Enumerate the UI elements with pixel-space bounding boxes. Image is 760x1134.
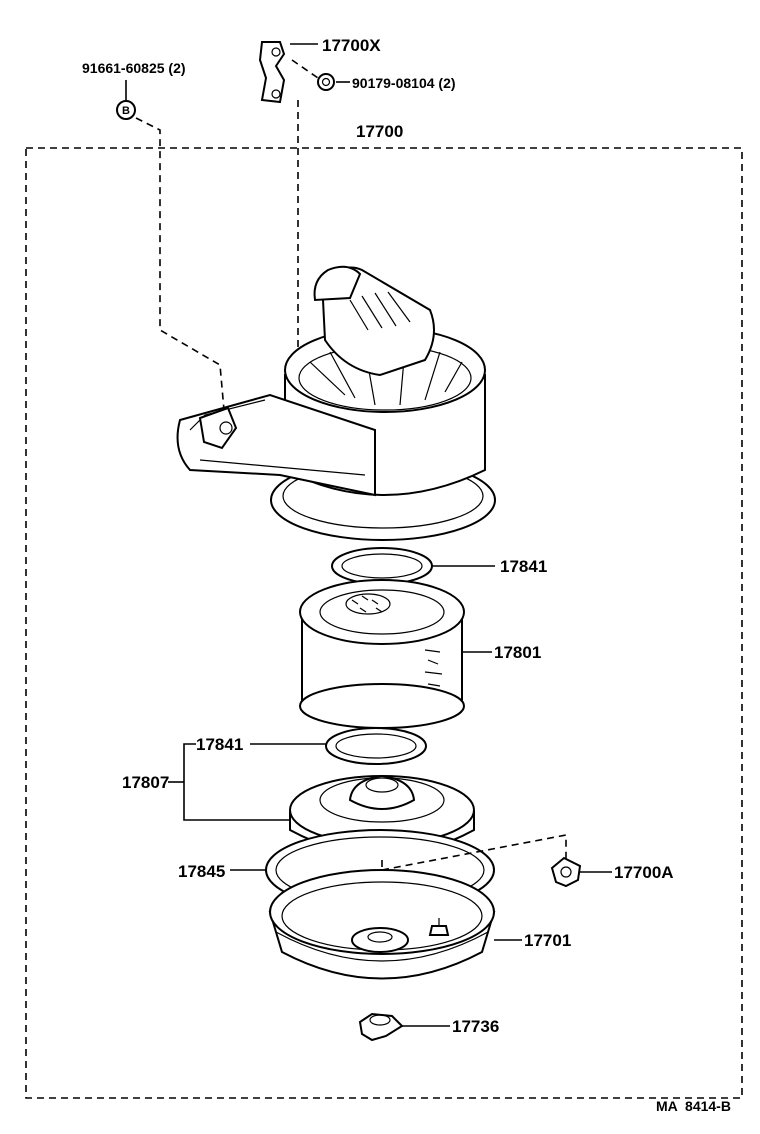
valve-icon xyxy=(358,1012,450,1042)
lower-case xyxy=(268,869,522,980)
label-gasket-top: 17841 xyxy=(500,557,547,576)
label-bracket: 17700X xyxy=(322,36,381,55)
label-gasket-lower: 17841 xyxy=(196,735,243,754)
bolt-icon: B xyxy=(116,80,136,120)
gasket-lower xyxy=(250,727,427,765)
upper-housing xyxy=(176,265,496,541)
label-seal-ring: 17845 xyxy=(178,862,225,881)
label-subassembly: 17807 xyxy=(122,773,169,792)
bracket-17700x xyxy=(258,41,318,104)
label-element: 17801 xyxy=(494,643,541,662)
label-bolt: 91661-60825 (2) xyxy=(82,60,186,76)
label-lower-case: 17701 xyxy=(524,931,571,950)
label-nut: 90179-08104 (2) xyxy=(352,75,456,91)
filter-element xyxy=(299,579,492,729)
label-assembly: 17700 xyxy=(356,122,403,141)
nut-icon xyxy=(291,59,350,91)
clamp-icon xyxy=(550,856,612,888)
gasket-top xyxy=(331,547,495,585)
label-valve: 17736 xyxy=(452,1017,499,1036)
bolt-marker: B xyxy=(122,105,130,117)
label-clamp: 17700A xyxy=(614,863,674,882)
drawing-code: MA 8414-B xyxy=(656,1098,731,1114)
